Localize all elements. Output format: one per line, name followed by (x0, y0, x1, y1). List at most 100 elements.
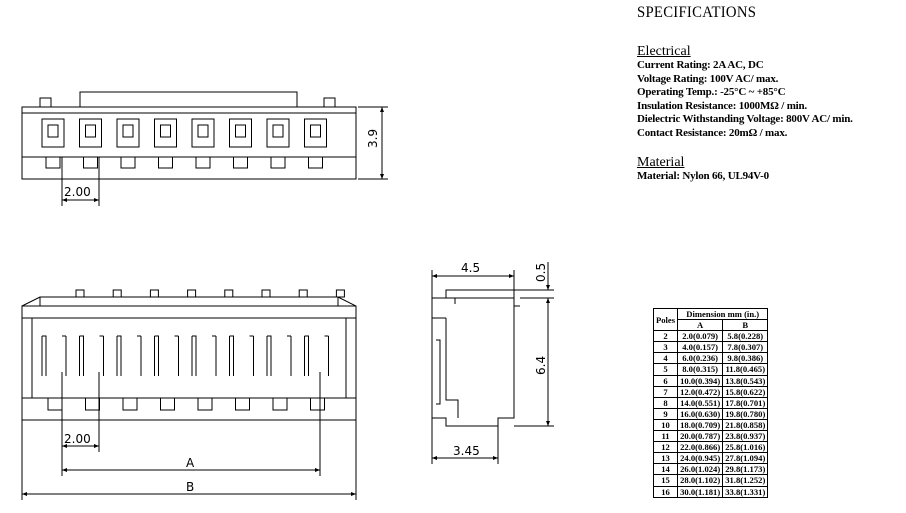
front-nub (224, 289, 234, 298)
poles-cell: 12 (652, 441, 679, 454)
poles-cell: 5 (652, 363, 679, 376)
poles-cell: 4 (652, 352, 679, 365)
front-pitch-label: 2.00 (64, 432, 91, 446)
top-notch (195, 157, 211, 169)
front-nub (75, 289, 85, 298)
col-a-header: A (677, 319, 724, 332)
dim-a-cell: 28.0(1.102) (677, 474, 724, 487)
front-view (21, 289, 357, 500)
front-b-label: B (186, 480, 194, 494)
dim-a-cell: 6.0(0.236) (677, 352, 724, 365)
top-slot (79, 118, 102, 148)
front-notch (310, 398, 325, 411)
top-slot (116, 118, 140, 148)
material-lines: Material: Nylon 66, UL94V-0 (637, 170, 902, 184)
poles-cell: 16 (652, 485, 679, 498)
electrical-heading: Electrical (637, 44, 691, 59)
dim-a-cell: 20.0(0.787) (677, 430, 724, 443)
top-slot (304, 118, 327, 148)
electrical-line: Operating Temp.: -25°C ~ +85°C (637, 86, 786, 99)
dim-a-cell: 2.0(0.079) (677, 330, 724, 343)
poles-cell: 15 (652, 474, 679, 487)
front-nub (187, 289, 197, 298)
front-a-label: A (186, 456, 195, 470)
top-contact (235, 124, 246, 138)
front-cavity (154, 335, 179, 376)
front-cavity (116, 335, 142, 376)
front-notch (122, 398, 138, 411)
front-nub (112, 289, 122, 298)
top-contact (197, 124, 209, 138)
dim-b-cell: 5.8(0.228) (722, 330, 769, 343)
dim-a-cell: 4.0(0.157) (677, 341, 724, 354)
front-notch (235, 398, 250, 411)
dim-b-cell: 19.8(0.780) (722, 407, 769, 420)
front-cavity (41, 335, 67, 376)
dim-b-cell: 29.8(1.173) (722, 463, 769, 476)
front-cavity (79, 335, 104, 376)
front-nub (335, 289, 345, 298)
poles-cell: 11 (652, 430, 679, 443)
dim-a-cell: 8.0(0.315) (677, 363, 724, 376)
top-contact (47, 124, 59, 138)
top-notch (270, 157, 286, 169)
dim-b-cell: 31.8(1.252) (722, 474, 769, 487)
dim-b-cell: 11.8(0.465) (722, 363, 769, 376)
dim-b-cell: 9.8(0.386) (722, 352, 769, 365)
top-contact (160, 124, 171, 138)
top-notch (120, 157, 136, 169)
dim-a-cell: 22.0(0.866) (677, 441, 724, 454)
col-poles-header: Poles (652, 307, 679, 332)
top-contact (122, 124, 134, 138)
front-cavity (191, 335, 217, 376)
top-notch (233, 157, 248, 169)
specifications-block: SPECIFICATIONS Electrical Current Rating… (637, 4, 902, 183)
dim-b-cell: 23.8(0.937) (722, 430, 769, 443)
dim-b-cell: 27.8(1.094) (722, 452, 769, 465)
dim-b-cell: 7.8(0.307) (722, 341, 769, 354)
electrical-line: Dielectric Withstanding Voltage: 800V AC… (637, 113, 853, 126)
front-notch (85, 398, 100, 411)
top-contact (272, 124, 284, 138)
material-heading: Material (637, 154, 685, 170)
dim-a-cell: 10.0(0.394) (677, 374, 724, 387)
top-notch (45, 157, 61, 169)
dim-a-cell: 16.0(0.630) (677, 407, 724, 420)
top-slot (266, 118, 290, 148)
poles-cell: 10 (652, 418, 679, 432)
dim-b-cell: 13.8(0.543) (722, 374, 769, 387)
front-notch (272, 398, 288, 411)
front-nub (298, 289, 308, 298)
dim-b-cell: 15.8(0.622) (722, 385, 769, 398)
top-view-slots (41, 118, 327, 169)
dim-a-cell: 30.0(1.181) (677, 485, 724, 498)
dim-b-cell: 33.8(1.331) (722, 485, 769, 498)
poles-cell: 14 (652, 463, 679, 476)
top-view (21, 91, 388, 206)
front-view-nubs (75, 289, 345, 298)
top-pitch-label: 2.00 (64, 185, 91, 199)
top-notch (83, 157, 98, 169)
top-slot (191, 118, 215, 148)
poles-cell: 3 (652, 341, 679, 354)
dim-a-cell: 18.0(0.709) (677, 418, 724, 432)
electrical-line: Voltage Rating: 100V AC/ max. (637, 72, 779, 85)
side-width-label: 4.5 (461, 261, 480, 275)
dim-a-cell: 14.0(0.551) (677, 396, 724, 409)
front-cavity (304, 335, 329, 376)
poles-cell: 2 (652, 330, 679, 343)
front-notch (47, 398, 63, 411)
